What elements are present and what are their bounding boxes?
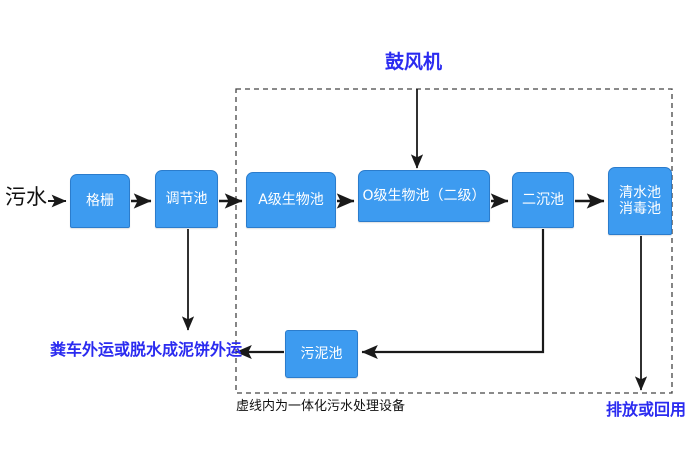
node-regulate-label: 调节池 [165,190,208,207]
node-a-stage-label: A级生物池 [258,191,324,208]
node-clearwell-label-line2: 消毒池 [619,201,661,217]
node-o-stage[interactable]: O级生物池（二级） [358,170,490,222]
dashed-region-caption: 虚线内为一体化污水处理设备 [236,399,406,414]
dashed-equipment-boundary [235,88,673,394]
sludge-disposal-label: 粪车外运或脱水成泥饼外运 [50,340,243,359]
outlet-label: 排放或回用 [606,400,687,419]
node-a-stage[interactable]: A级生物池 [246,172,336,228]
node-grate-label: 格栅 [86,192,114,209]
inlet-label: 污水 [5,185,47,209]
blower-label: 鼓风机 [385,51,443,73]
node-grate[interactable]: 格栅 [70,174,130,228]
node-clearwell-label-line1: 清水池 [619,184,661,201]
node-clearwell[interactable]: 清水池 消毒池 [608,167,672,235]
node-clarifier[interactable]: 二沉池 [512,172,574,228]
node-clarifier-label: 二沉池 [522,191,564,208]
node-sludge-label: 污泥池 [300,345,343,362]
node-sludge[interactable]: 污泥池 [285,330,358,378]
node-regulate[interactable]: 调节池 [155,170,218,228]
node-o-stage-label: O级生物池（二级） [362,187,486,204]
edge-clarifier-to-sludge [361,229,545,360]
